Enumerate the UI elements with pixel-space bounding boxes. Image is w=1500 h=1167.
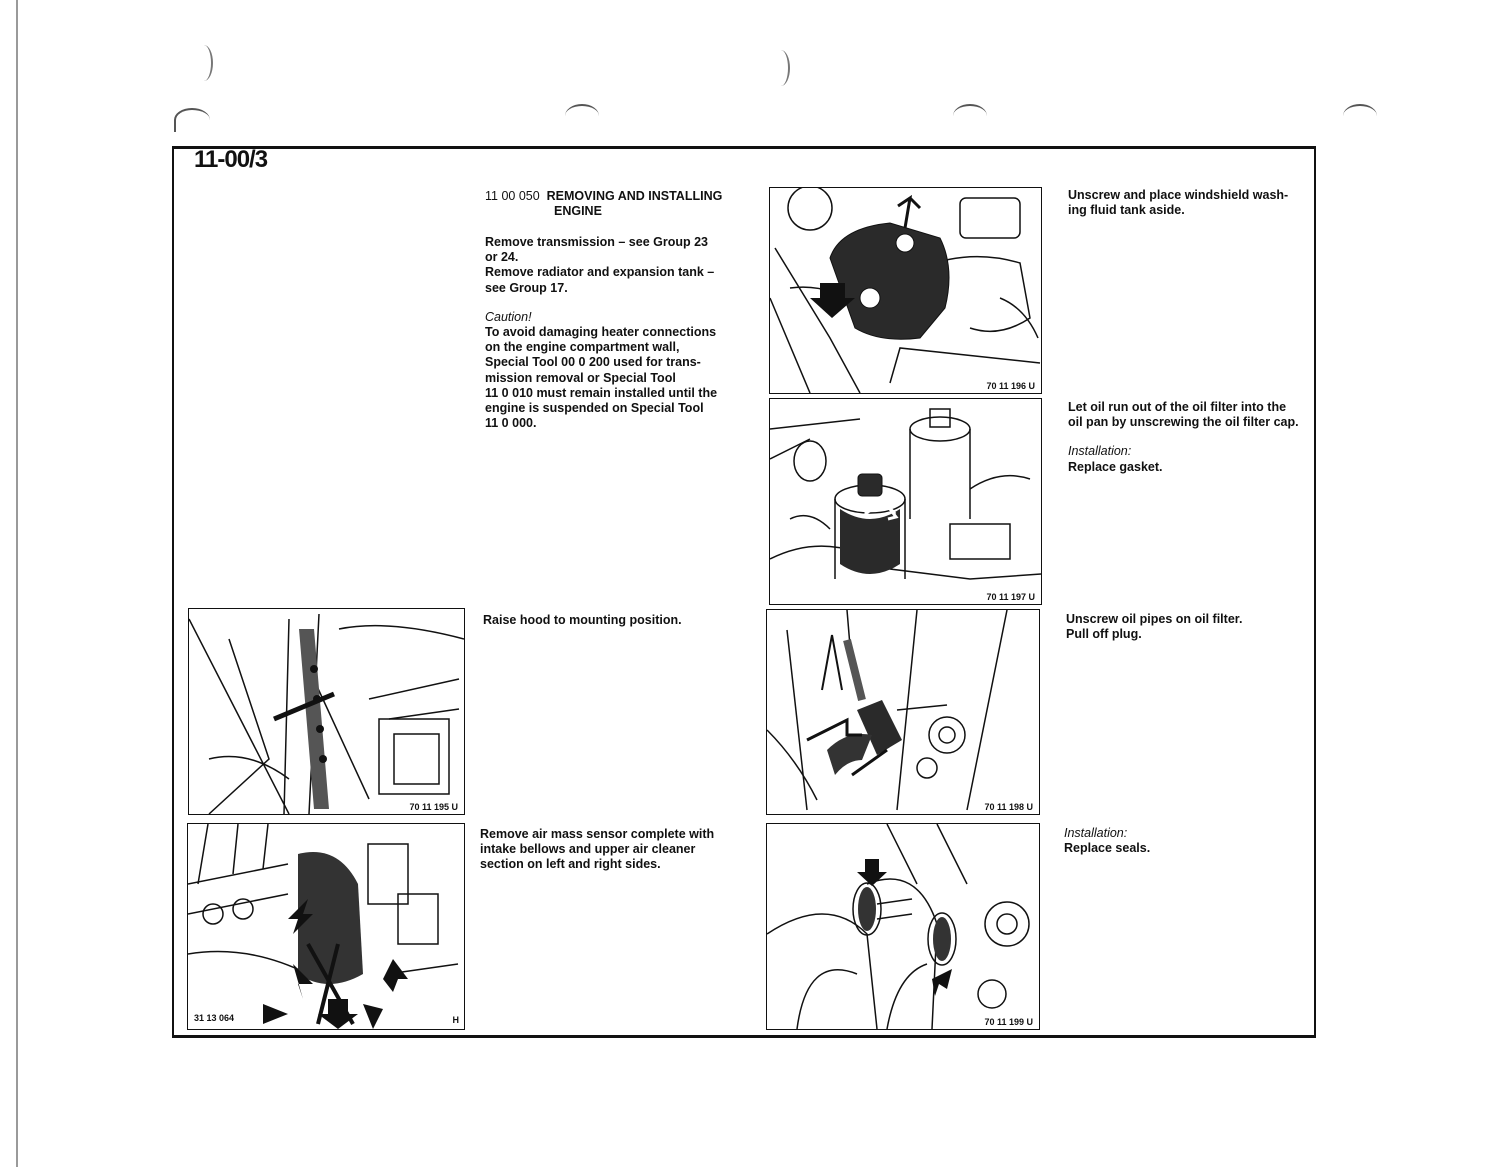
installation-text: Replace seals. xyxy=(1064,841,1151,856)
caution-line: 11 0 000. xyxy=(485,416,537,431)
step-oil-pipes: Unscrew oil pipes on oil filter. Pull of… xyxy=(1066,612,1306,642)
intro-line: Remove radiator and expansion tank – xyxy=(485,265,715,280)
figure-label: 70 11 199 U xyxy=(982,1017,1035,1027)
section-heading: 11 00 050 REMOVING AND INSTALLING ENGINE xyxy=(485,189,722,219)
caution-line: engine is suspended on Special Tool xyxy=(485,401,704,416)
intro-text: Remove transmission – see Group 23 or 24… xyxy=(485,235,755,431)
figure-corner-mark: H xyxy=(452,1015,460,1025)
step-hood: Raise hood to mounting position. xyxy=(483,613,743,628)
figure-oil-filter: 70 11 197 U xyxy=(769,398,1042,605)
intro-line: see Group 17. xyxy=(485,280,568,295)
caution-line: To avoid damaging heater connections xyxy=(485,325,717,340)
scan-mark xyxy=(772,50,790,86)
engine-illustration-icon xyxy=(189,613,464,814)
section-code: 11 00 050 xyxy=(485,189,540,203)
installation-label: Installation: xyxy=(1068,444,1132,459)
engine-illustration-icon xyxy=(770,408,1041,580)
scan-mark xyxy=(195,45,213,81)
figure-label: 70 11 195 U xyxy=(407,802,460,812)
step-washer-tank: Unscrew and place windshield wash- ing f… xyxy=(1068,188,1308,218)
section-title-line2: ENGINE xyxy=(554,204,602,218)
engine-illustration-icon xyxy=(188,824,459,1029)
figure-oil-pipes: 70 11 198 U xyxy=(766,609,1040,815)
step-oil-filter: Let oil run out of the oil filter into t… xyxy=(1068,400,1318,475)
figure-label: 70 11 197 U xyxy=(984,592,1037,602)
step-air-mass: Remove air mass sensor complete with int… xyxy=(480,827,745,873)
step-line: Let oil run out of the oil filter into t… xyxy=(1068,400,1287,414)
engine-illustration-icon xyxy=(767,824,1030,1029)
figure-label: 70 11 198 U xyxy=(982,802,1035,812)
step-line: oil pan by unscrewing the oil filter cap… xyxy=(1068,415,1299,430)
engine-illustration-icon xyxy=(770,188,1041,393)
step-line: section on left and right sides. xyxy=(480,857,661,872)
punch-hole xyxy=(174,108,210,132)
punch-hole xyxy=(1343,104,1377,128)
figure-seals: 70 11 199 U xyxy=(766,823,1040,1030)
figure-label: 70 11 196 U xyxy=(984,381,1037,391)
step-line: Unscrew oil pipes on oil filter. xyxy=(1066,612,1243,626)
page-frame xyxy=(172,146,1316,1038)
step-seals: Installation: Replace seals. xyxy=(1064,826,1304,856)
page-number: 11-00/3 xyxy=(194,146,268,173)
step-line: ing fluid tank aside. xyxy=(1068,203,1185,218)
caution-line: Special Tool 00 0 200 used for trans- xyxy=(485,355,701,370)
figure-washer-tank: 70 11 196 U xyxy=(769,187,1042,394)
step-line: Remove air mass sensor complete with xyxy=(480,827,715,841)
figure-air-mass-sensor: 31 13 064 H xyxy=(187,823,465,1030)
figure-label: 31 13 064 xyxy=(192,1013,237,1023)
caution-line: 11 0 010 must remain installed until the xyxy=(485,385,718,400)
intro-line: Remove transmission – see Group 23 xyxy=(485,235,709,249)
punch-hole xyxy=(565,104,599,128)
figure-hood: 70 11 195 U xyxy=(188,608,465,815)
step-line: Unscrew and place windshield wash- xyxy=(1068,188,1289,202)
step-line: intake bellows and upper air cleaner xyxy=(480,842,696,857)
caution-line: mission removal or Special Tool xyxy=(485,370,676,385)
caution-line: on the engine compartment wall, xyxy=(485,340,680,355)
section-title-line1: REMOVING AND INSTALLING xyxy=(546,189,723,203)
installation-text: Replace gasket. xyxy=(1068,459,1163,474)
caution-label: Caution! xyxy=(485,309,532,324)
installation-label: Installation: xyxy=(1064,826,1128,840)
intro-line: or 24. xyxy=(485,250,519,265)
step-line: Pull off plug. xyxy=(1066,627,1142,642)
step-line: Raise hood to mounting position. xyxy=(483,613,682,627)
scan-edge xyxy=(16,0,18,1167)
engine-illustration-icon xyxy=(767,610,1008,811)
punch-hole xyxy=(953,104,987,128)
